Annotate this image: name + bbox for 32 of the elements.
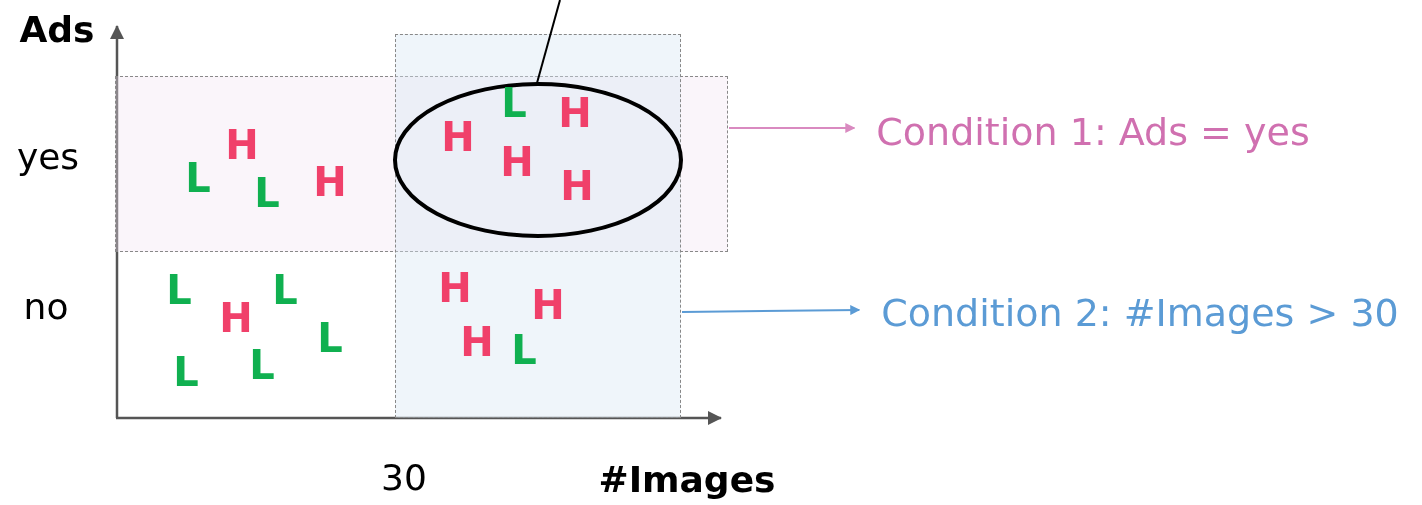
data-point-label: H (219, 298, 253, 338)
data-point-label: L (317, 318, 343, 358)
arrow (681, 305, 861, 316)
data-point-label: L (254, 173, 280, 213)
data-point-label: H (460, 322, 494, 362)
axis-label: #Images (598, 462, 776, 498)
data-point-label: L (272, 270, 298, 310)
data-point-label: H (558, 93, 592, 133)
data-point-label: L (185, 158, 211, 198)
arrow (728, 123, 856, 133)
data-point-label: L (511, 330, 537, 370)
data-point-label: L (173, 352, 199, 392)
data-point-label: H (500, 142, 534, 182)
tick-label: yes (16, 139, 80, 175)
highlight-band (395, 34, 681, 418)
condition-label: Condition 1: Ads = yes (876, 113, 1310, 151)
data-point-label: L (501, 83, 527, 123)
data-point-label: H (531, 285, 565, 325)
highlight-band (115, 76, 728, 252)
tick-label: no (23, 289, 69, 325)
leader-line (536, 0, 561, 84)
data-point-label: L (249, 345, 275, 385)
axis-label: Ads (19, 12, 95, 48)
data-point-label: H (313, 162, 347, 202)
data-point-label: L (166, 270, 192, 310)
ellipse-outline (393, 82, 683, 238)
data-point-label: H (560, 166, 594, 206)
data-point-label: H (441, 117, 475, 157)
condition-label: Condition 2: #Images > 30 (881, 294, 1399, 332)
data-point-label: H (225, 125, 259, 165)
data-point-label: H (438, 268, 472, 308)
tick-label: 30 (381, 460, 427, 496)
